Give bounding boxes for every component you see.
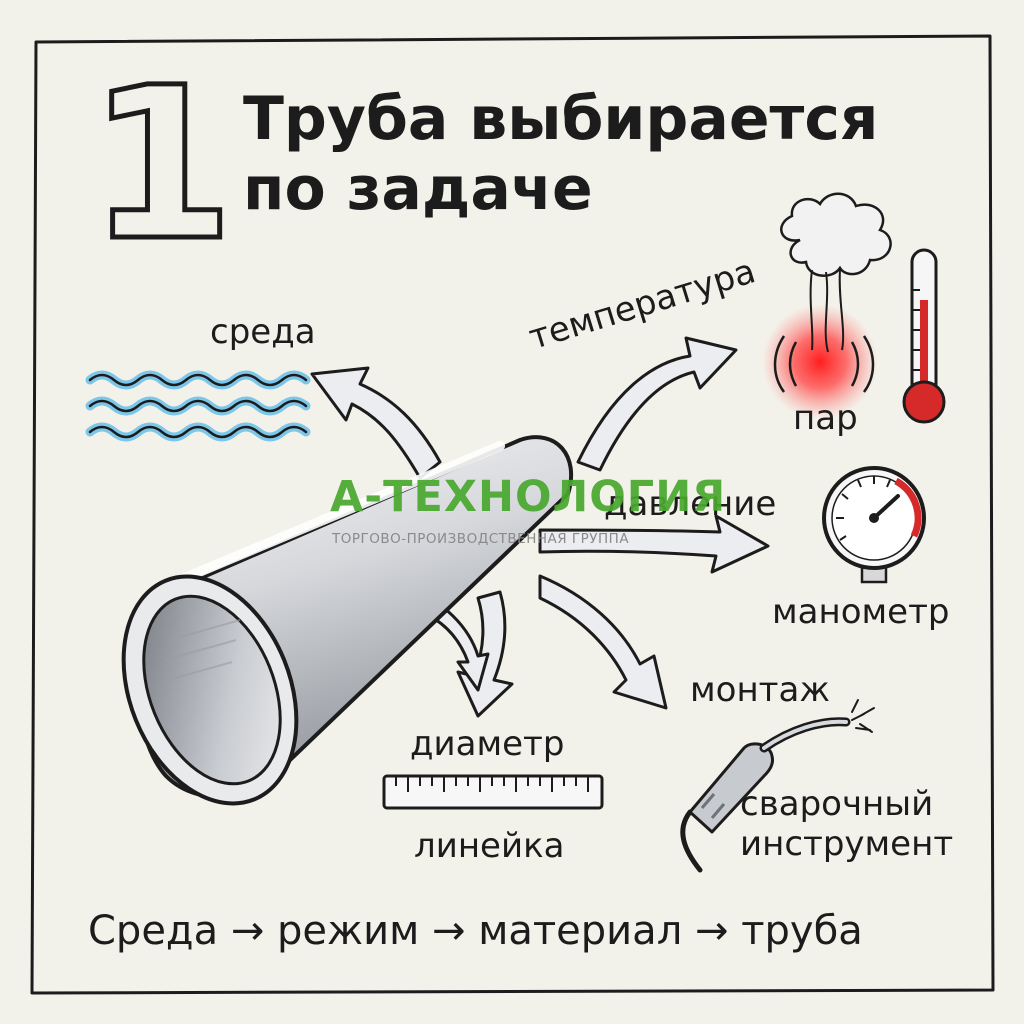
arrow-to-pressure: [538, 514, 770, 574]
pressure-gauge-icon: [822, 466, 926, 584]
steam-cloud-icon: [762, 192, 892, 420]
title-line-2: по задаче: [243, 154, 593, 224]
pipe-illustration: [121, 435, 574, 806]
welding-torch-icon: [680, 699, 875, 873]
arrow-to-medium: [310, 366, 442, 480]
frame-border: [30, 34, 995, 995]
label-welding-line-1: сварочный: [740, 784, 934, 824]
label-pressure: давление: [604, 484, 777, 524]
watermark-brand: А-ТЕХНОЛОГИЯ: [330, 472, 727, 522]
ruler-icon: [382, 774, 604, 810]
label-diameter: диаметр: [410, 724, 565, 764]
label-steam: пар: [793, 398, 858, 438]
arrows: [310, 336, 770, 718]
water-waves-icon: [85, 370, 311, 442]
label-welding-tool: сварочный инструмент: [740, 784, 953, 864]
arrow-to-installation: [538, 574, 668, 710]
label-welding-line-2: инструмент: [740, 824, 954, 864]
label-gauge: манометр: [772, 592, 950, 632]
watermark-tagline: ТОРГОВО-ПРОИЗВОДСТВЕННАЯ ГРУППА: [332, 531, 630, 547]
arrow-to-temperature: [576, 336, 738, 472]
page-title: Труба выбирается по задаче: [243, 84, 878, 224]
label-ruler: линейка: [414, 826, 565, 866]
label-installation: монтаж: [690, 670, 830, 710]
thermometer-icon: [902, 248, 946, 424]
label-medium: среда: [210, 312, 316, 352]
title-line-1: Труба выбирается: [243, 84, 879, 154]
footer-chain: Среда → режим → материал → труба: [88, 908, 863, 954]
arrow-curl: [424, 596, 490, 692]
step-number: 1: [85, 42, 236, 287]
